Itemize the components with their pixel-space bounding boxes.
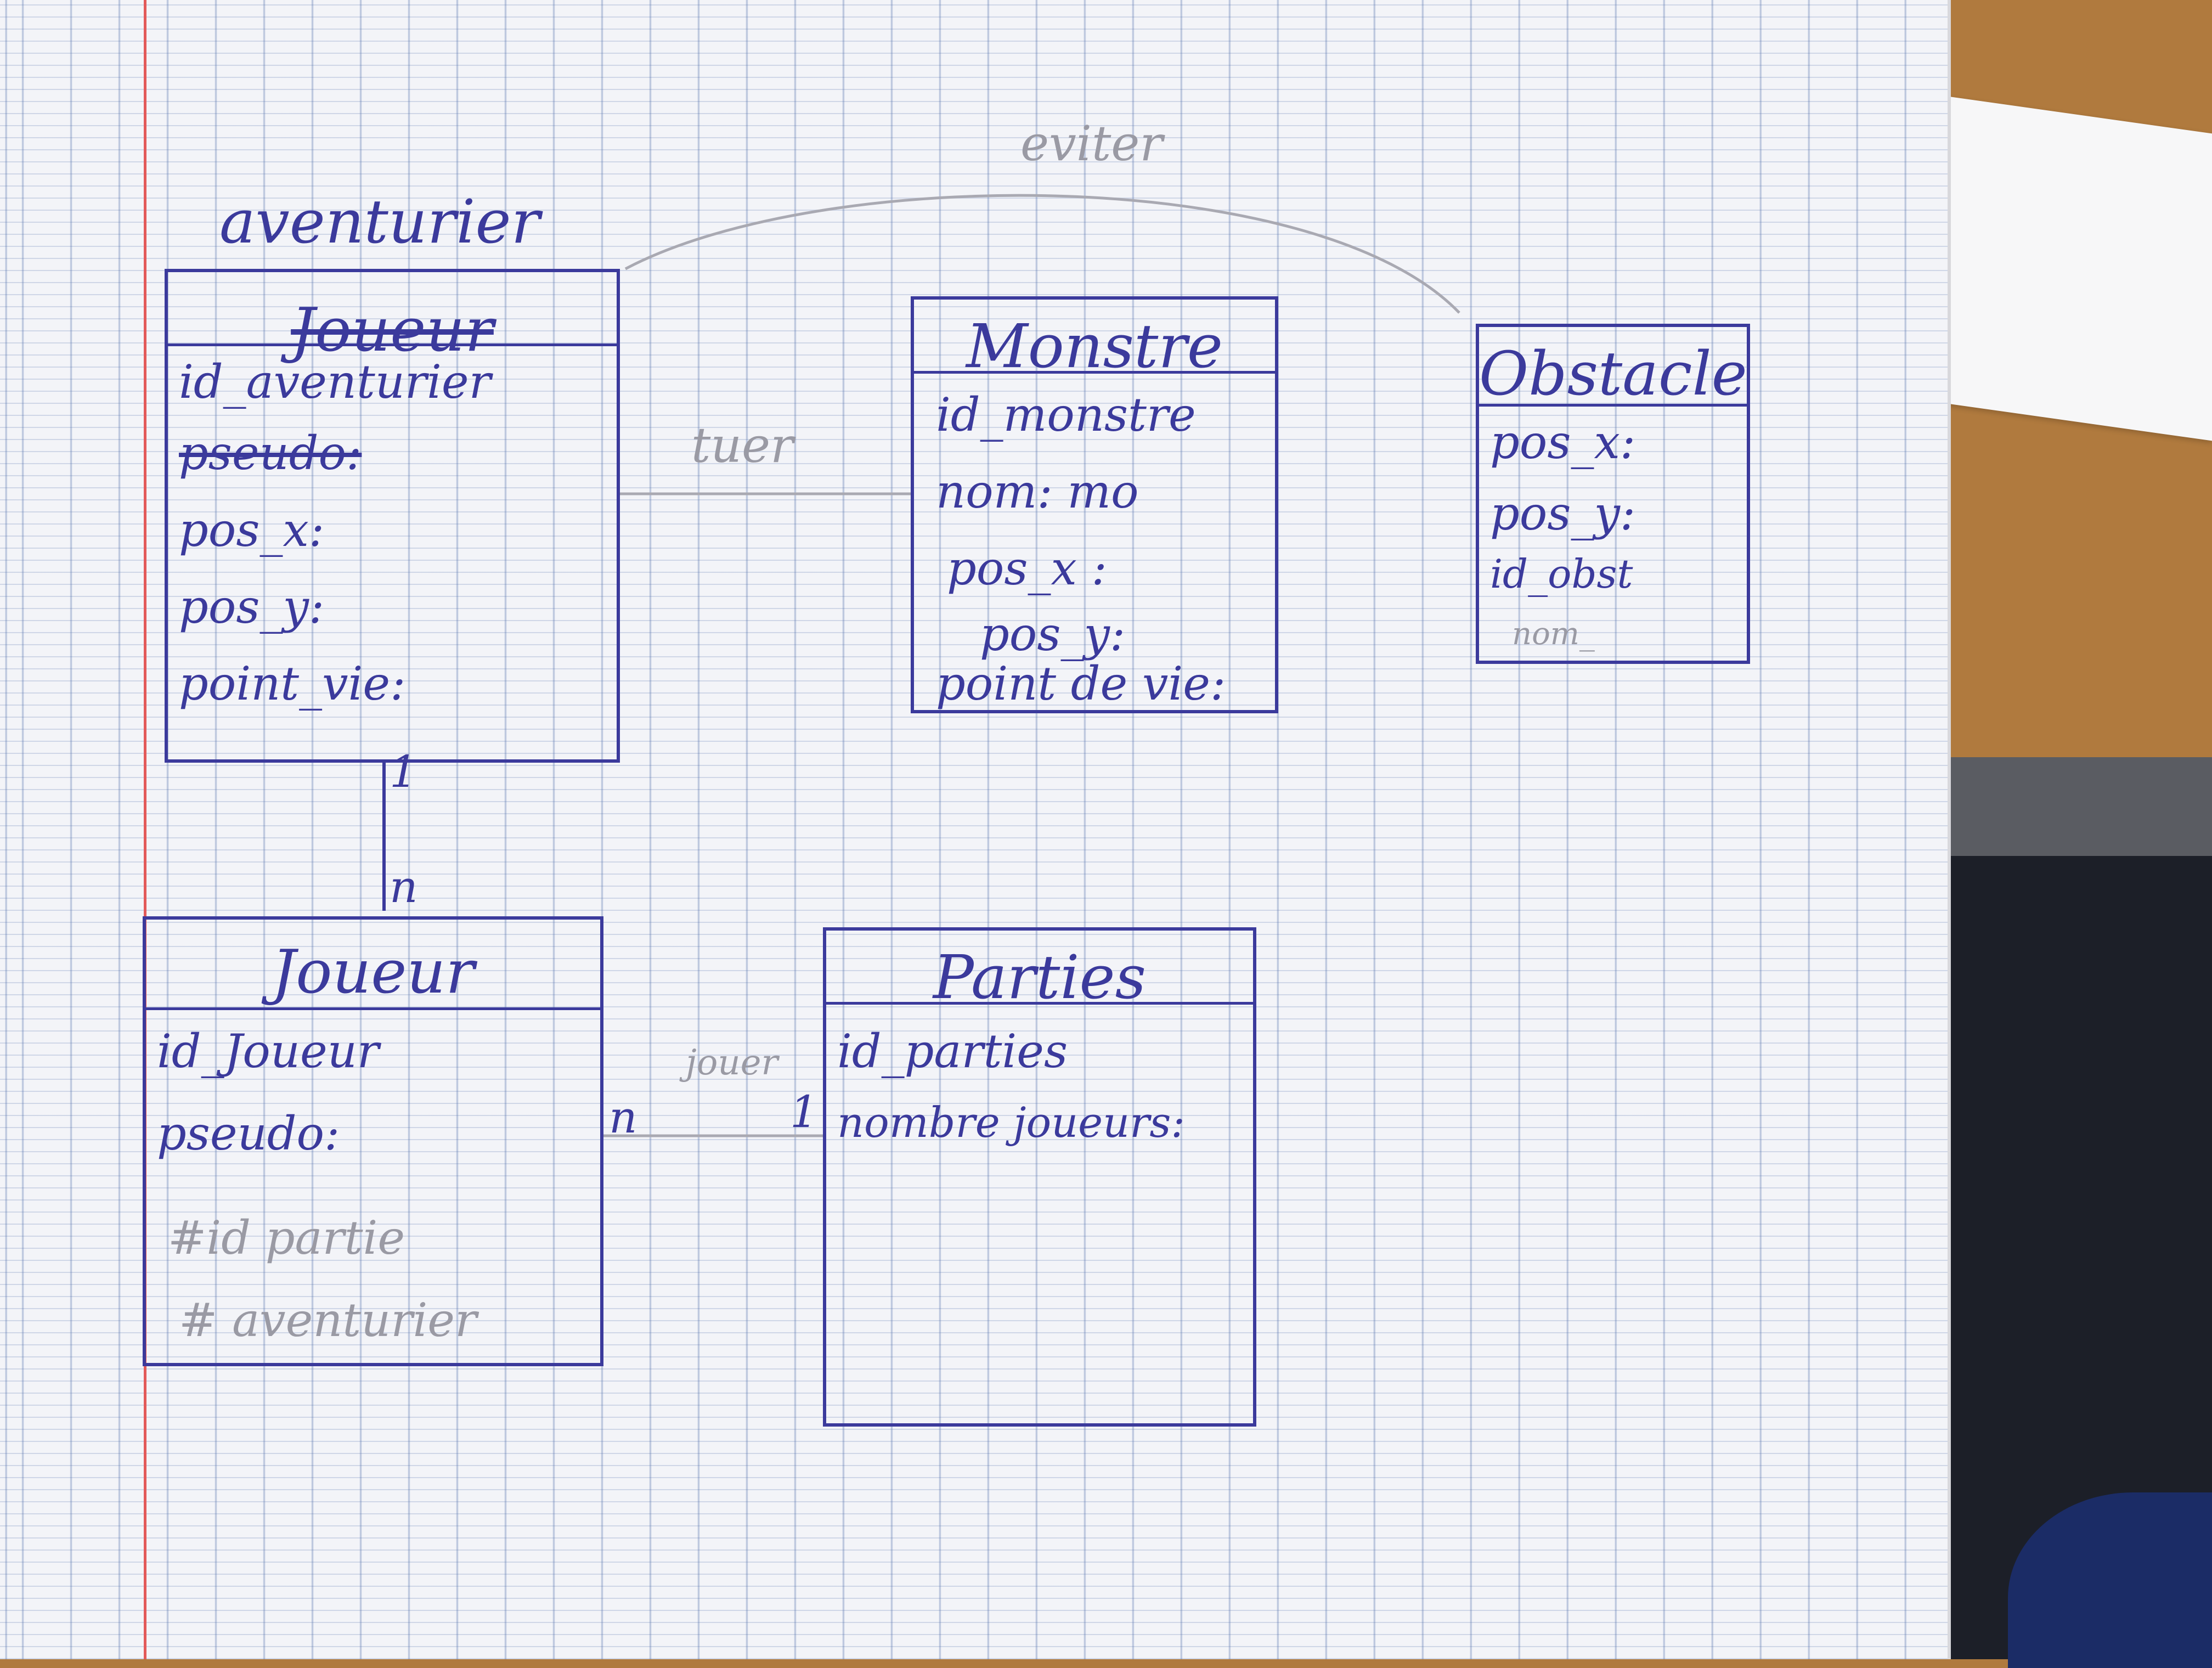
eviter-arc bbox=[624, 194, 1460, 314]
obstacle-attr-nom: nom_ bbox=[1512, 616, 1595, 652]
monstre-attr-pos-y: pos_y: bbox=[980, 607, 1126, 661]
aventurier-attr-pos-y: pos_y: bbox=[179, 580, 325, 634]
jouer-label: jouer bbox=[686, 1042, 778, 1083]
monstre-title: Monstre bbox=[966, 311, 1223, 381]
aventurier-title: aventurier bbox=[219, 187, 540, 257]
obstacle-attr-id: id_obst bbox=[1490, 551, 1633, 597]
parties-attr-nombre-joueurs: nombre joueurs: bbox=[837, 1098, 1186, 1147]
joueur-attr-id-partie: #id partie bbox=[168, 1211, 405, 1265]
parties-title: Parties bbox=[933, 942, 1147, 1012]
mult-jouer-n: n bbox=[609, 1092, 637, 1143]
joueur-attr-aventurier: # aventurier bbox=[179, 1293, 477, 1347]
aventurier-attr-pos-x: pos_x: bbox=[179, 503, 325, 557]
obstacle-header-separator bbox=[1479, 404, 1747, 407]
parties-entity: Parties id_parties nombre joueurs: bbox=[823, 927, 1256, 1427]
monstre-attr-pos-x: pos_x : bbox=[947, 542, 1107, 595]
obstacle-attr-pos-x: pos_x: bbox=[1490, 415, 1636, 469]
notebook-page: eviter tuer jouer 1 n n 1 aventurier Jou… bbox=[0, 0, 1951, 1659]
joueur-attr-pseudo: pseudo: bbox=[157, 1107, 340, 1160]
joueur-entity: Joueur id_Joueur pseudo: #id partie # av… bbox=[143, 916, 603, 1366]
joueur-title: Joueur bbox=[272, 937, 475, 1007]
monstre-attr-id: id_monstre bbox=[936, 388, 1196, 442]
relation-lines bbox=[382, 194, 1460, 1137]
joueur-attr-id: id_Joueur bbox=[157, 1024, 379, 1078]
mult-aventurier-bottom: n bbox=[390, 861, 418, 912]
parties-attr-id: id_parties bbox=[837, 1024, 1068, 1078]
aventurier-header-separator bbox=[168, 343, 617, 346]
eviter-label: eviter bbox=[1020, 115, 1163, 172]
monstre-attr-nom: nom: mo bbox=[936, 465, 1139, 519]
monstre-header-separator bbox=[914, 371, 1275, 374]
aventurier-attr-pseudo: pseudo: bbox=[179, 426, 362, 480]
aventurier-attr-id: id_aventurier bbox=[179, 355, 491, 409]
obstacle-attr-pos-y: pos_y: bbox=[1490, 487, 1636, 540]
margin-line bbox=[144, 0, 146, 1659]
tuer-label: tuer bbox=[691, 417, 794, 474]
aventurier-struck-title: Joueur bbox=[291, 295, 494, 365]
obstacle-entity: Obstacle pos_x: pos_y: id_obst nom_ bbox=[1476, 324, 1750, 664]
monstre-entity: Monstre id_monstre nom: mo pos_x : pos_y… bbox=[911, 296, 1278, 713]
mult-jouer-1: 1 bbox=[790, 1086, 818, 1137]
parties-header-separator bbox=[826, 1002, 1253, 1005]
aventurier-entity: Joueur id_aventurier pseudo: pos_x: pos_… bbox=[165, 269, 620, 763]
monstre-attr-point-vie: point de vie: bbox=[936, 657, 1226, 711]
mult-aventurier-top: 1 bbox=[390, 746, 417, 797]
obstacle-title: Obstacle bbox=[1479, 339, 1747, 409]
aventurier-attr-point-vie: point_vie: bbox=[179, 657, 406, 711]
joueur-header-separator bbox=[146, 1007, 600, 1010]
